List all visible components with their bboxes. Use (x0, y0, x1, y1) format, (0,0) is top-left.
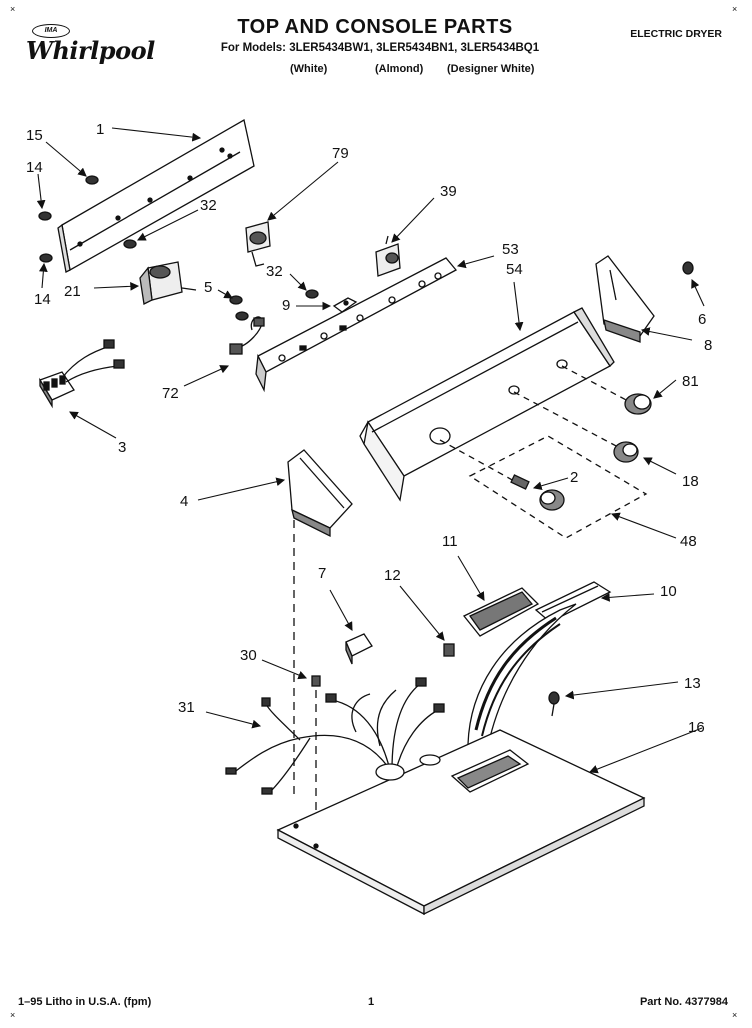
callout-3: 3 (118, 439, 126, 456)
footer-page-number: 1 (368, 996, 375, 1008)
page-title: TOP AND CONSOLE PARTS (237, 16, 513, 38)
part-32-screw (123, 239, 137, 249)
callout-72: 72 (162, 385, 179, 402)
part-21-timer (139, 261, 197, 305)
corner-mark: × (10, 4, 16, 14)
callout-30: 30 (240, 647, 257, 664)
corner-mark: × (732, 4, 738, 14)
part-14-screw (38, 211, 52, 221)
part-4-end-bracket (287, 449, 353, 800)
callout-31: 31 (178, 699, 195, 716)
callout-32-b: 32 (266, 263, 283, 280)
callout-11: 11 (442, 533, 458, 550)
callout-labels: 1 15 14 32 14 21 5 79 39 53 54 32 9 72 3… (26, 121, 712, 736)
part-6-screw (682, 261, 694, 275)
corner-mark: × (732, 1010, 738, 1020)
corner-mark: × (10, 1010, 16, 1020)
callout-21: 21 (64, 283, 81, 300)
part-15-screw (85, 175, 99, 185)
footer-part-number: Part No. 4377984 (639, 996, 728, 1008)
callout-12: 12 (384, 567, 401, 584)
callout-6: 6 (698, 311, 706, 328)
part-8-end-cap (595, 255, 655, 343)
part-54-console (359, 307, 615, 502)
part-7-connector (345, 633, 373, 665)
callout-14: 14 (26, 159, 43, 176)
callout-48: 48 (680, 533, 697, 550)
part-79-switch (245, 221, 271, 267)
part-13-screw (548, 691, 560, 717)
callout-1: 1 (96, 121, 104, 138)
part-39-switch (375, 235, 401, 277)
callout-16: 16 (688, 719, 705, 736)
part-11-panel (462, 587, 540, 637)
part-14-screw-lower (39, 253, 53, 263)
part-12-clip (443, 643, 455, 657)
callout-39: 39 (440, 183, 457, 200)
callout-14-lower: 14 (34, 291, 51, 308)
callout-18: 18 (682, 473, 699, 490)
part-3-terminal-block (39, 339, 125, 409)
footer-litho: 1–95 Litho in U.S.A. (fpm) (18, 996, 152, 1008)
callout-10: 10 (660, 583, 677, 600)
brand-logo: IMA Whirlpool (18, 22, 155, 70)
part-31-wire-harness (225, 677, 445, 795)
callout-4: 4 (180, 493, 188, 510)
part-81-knob (624, 393, 652, 415)
callout-53: 53 (502, 241, 519, 258)
part-10-top-panel (534, 581, 612, 623)
part-48-knob-kit (468, 435, 648, 539)
part-18-knob (613, 441, 639, 463)
callout-15: 15 (26, 127, 43, 144)
callout-9: 9 (282, 297, 290, 314)
callout-2: 2 (570, 469, 578, 486)
part-30-clip (311, 675, 321, 840)
callout-32: 32 (200, 197, 217, 214)
brand-name: Whirlpool (26, 36, 155, 65)
color-white: (White) (290, 63, 328, 75)
callout-13: 13 (684, 675, 701, 692)
part-16-top (276, 729, 646, 916)
part-32-screw-b (305, 289, 319, 299)
part-5-screw (229, 295, 243, 305)
part-9-clip (332, 297, 358, 313)
color-designer-white: (Designer White) (447, 63, 535, 75)
brand-badge: IMA (32, 24, 70, 38)
product-type: ELECTRIC DRYER (630, 28, 722, 40)
part-53-bracket (255, 257, 458, 393)
part-72-wire-harness (229, 316, 265, 355)
part-1-control-panel (57, 118, 255, 273)
model-list: For Models: 3LER5434BW1, 3LER5434BN1, 3L… (220, 42, 540, 54)
callout-8: 8 (704, 337, 712, 354)
callout-5: 5 (204, 279, 212, 296)
callout-7: 7 (318, 565, 326, 582)
callout-54: 54 (506, 261, 523, 278)
callout-79: 79 (332, 145, 349, 162)
color-almond: (Almond) (375, 63, 424, 75)
callout-81: 81 (682, 373, 699, 390)
part-harness-curve (467, 603, 577, 747)
part-5-screw-b (235, 311, 249, 321)
